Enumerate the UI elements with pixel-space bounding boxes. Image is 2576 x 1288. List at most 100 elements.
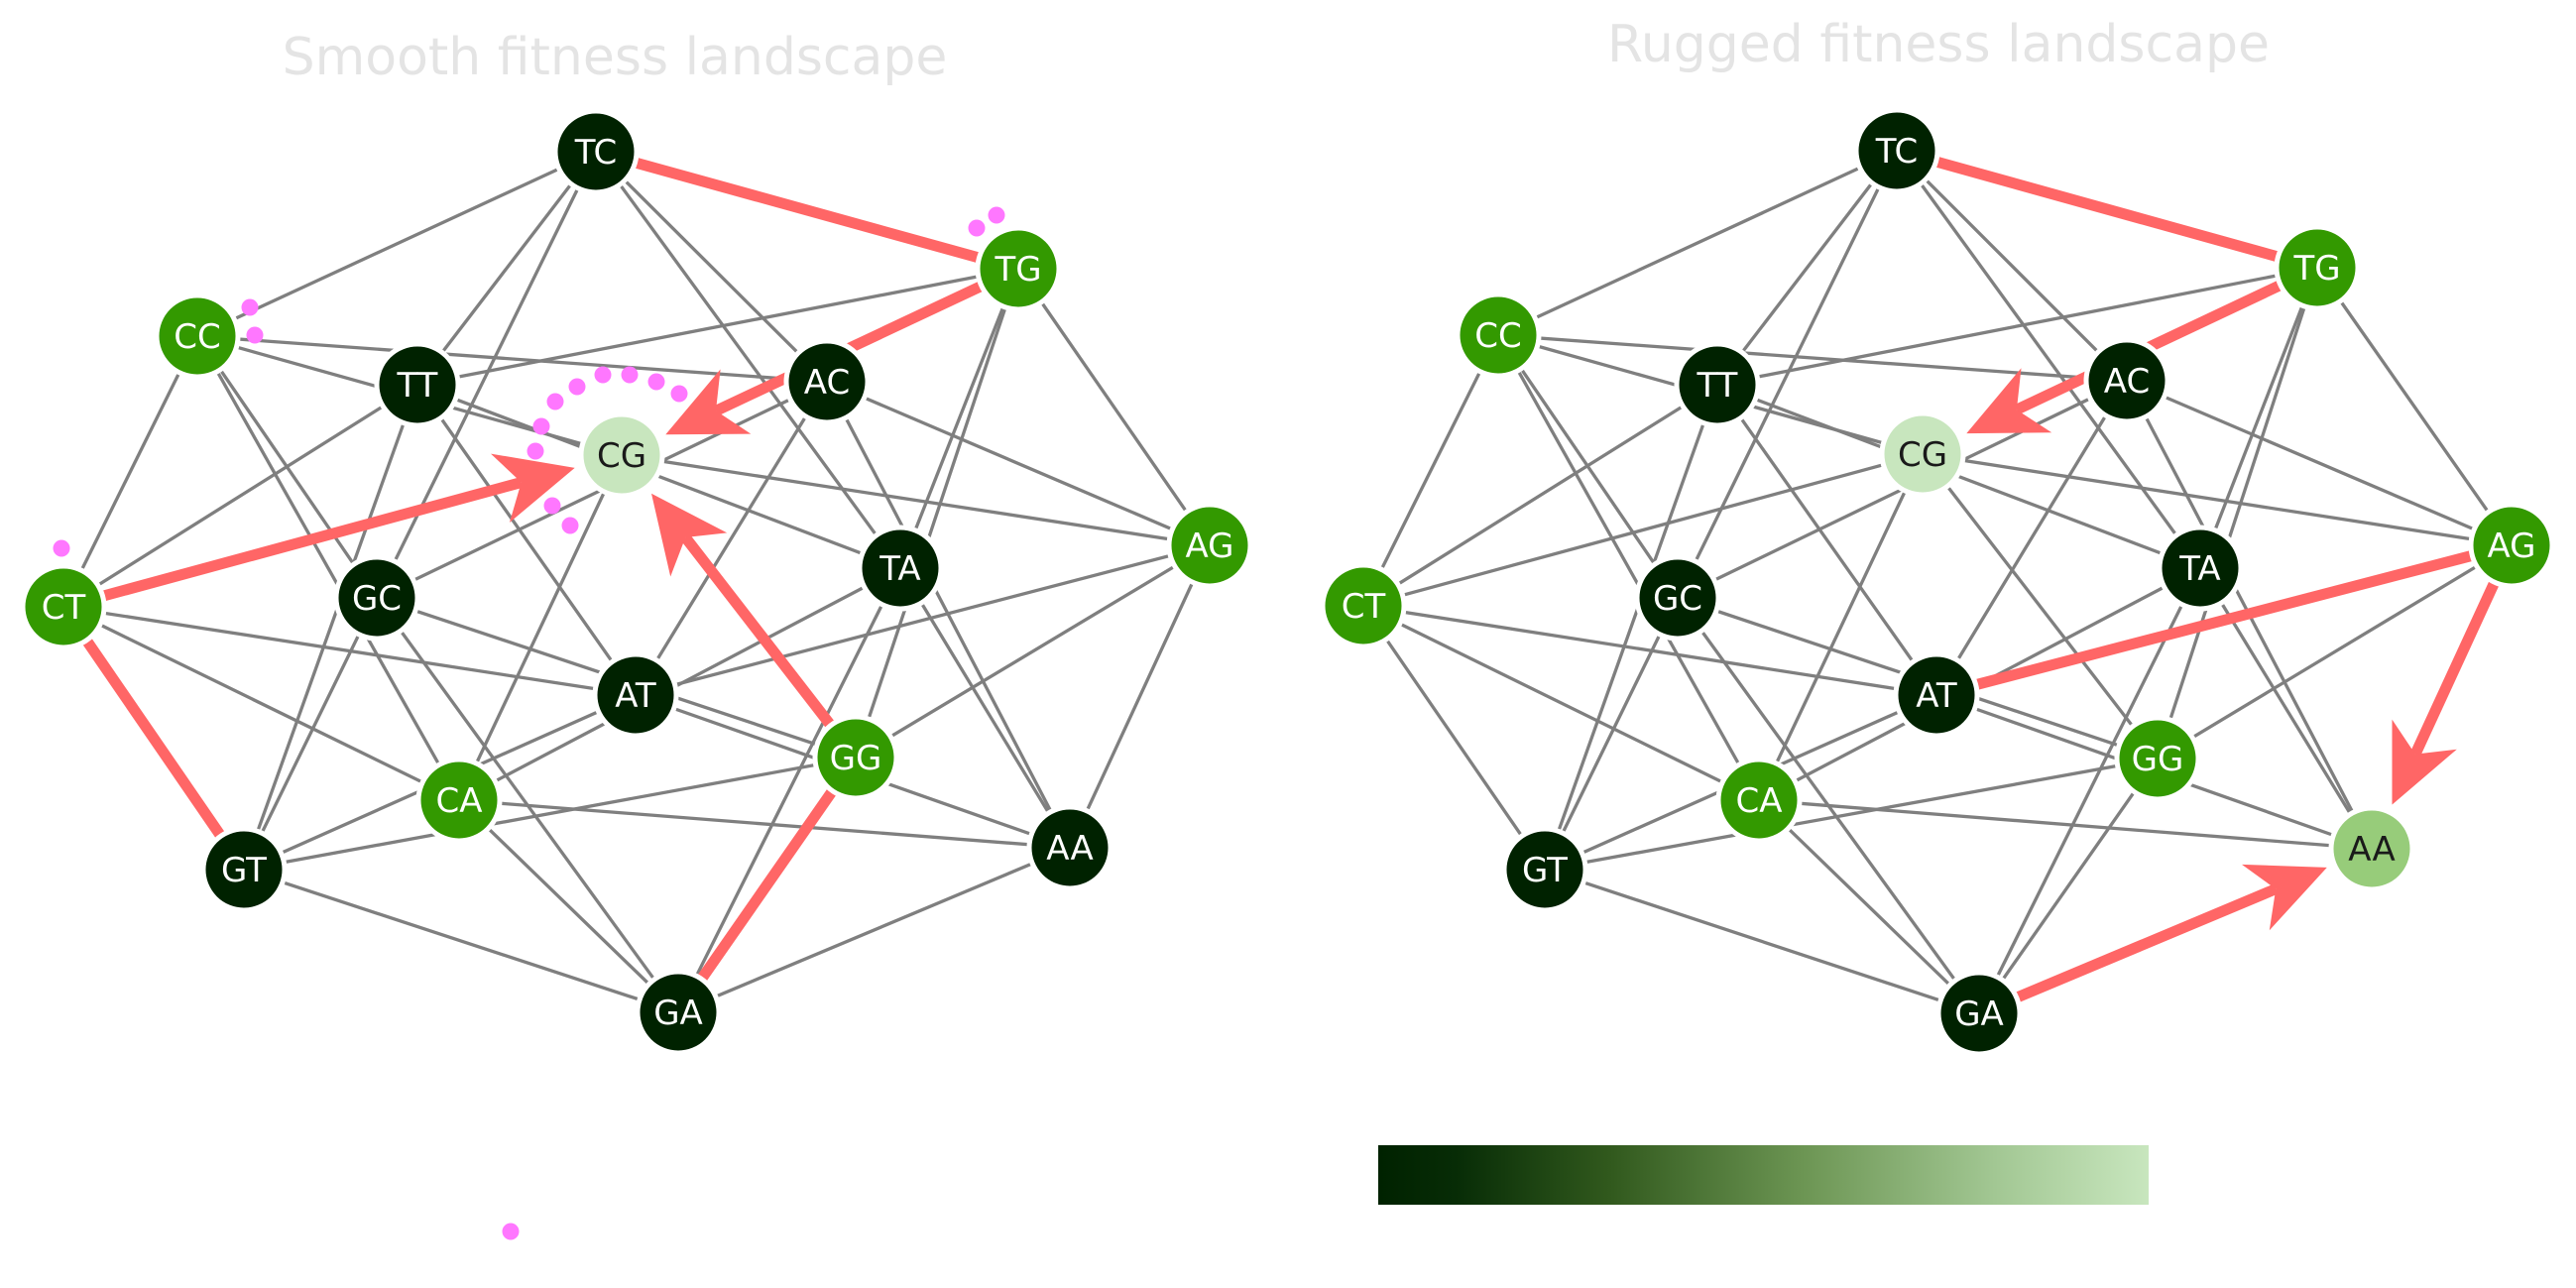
node-aa: AA xyxy=(1026,804,1113,891)
node-circle xyxy=(1455,292,1542,379)
node-label: CG xyxy=(597,436,646,476)
node-circle xyxy=(1166,502,1253,589)
edge-gt-ga xyxy=(243,868,679,1014)
node-label: GT xyxy=(1522,851,1568,890)
arrow-shaft xyxy=(680,533,861,761)
node-circle xyxy=(1634,554,1721,642)
magenta-highlight-dots xyxy=(53,206,1005,1240)
path-edge-ct-gt xyxy=(59,603,249,874)
node-label: CA xyxy=(1736,781,1783,821)
edge-cc-ca xyxy=(195,335,461,801)
node-circle xyxy=(783,338,871,425)
edge-cc-ct xyxy=(1361,334,1500,607)
path-arrow-gg-cg xyxy=(651,493,861,761)
node-circle xyxy=(20,563,107,650)
edge-ag-aa xyxy=(1068,544,1212,849)
node-ga: GA xyxy=(1935,970,2023,1057)
node-ta: TA xyxy=(857,525,944,612)
path-arrow-tg-cg xyxy=(1966,263,2320,434)
edge-tg-tt xyxy=(416,267,1019,387)
smooth-path-arrows xyxy=(61,264,1021,761)
edge-ct-at xyxy=(1362,604,1937,697)
node-circle xyxy=(2157,525,2244,612)
node-circle xyxy=(1674,341,1761,428)
node-label: AG xyxy=(1185,527,1233,566)
edge-ag-gg xyxy=(855,543,1211,760)
node-circle xyxy=(2083,337,2170,424)
edge-ca-ga xyxy=(1757,798,1981,1015)
edge-tc-ta xyxy=(594,151,902,569)
node-label: TC xyxy=(1875,132,1919,172)
node-cc: CC xyxy=(154,293,241,380)
edge-ca-ga xyxy=(457,798,680,1014)
edge-gg-gt xyxy=(1544,757,2159,872)
edge-tt-ct xyxy=(1362,383,1718,608)
edge-gg-gt xyxy=(243,756,857,872)
node-ta: TA xyxy=(2157,525,2244,612)
node-ag: AG xyxy=(1166,502,1253,589)
highlight-dot xyxy=(543,497,561,515)
edge-gc-gt xyxy=(1543,597,1680,871)
edge-cg-ag xyxy=(621,453,1211,547)
edge-tt-gt xyxy=(242,384,419,871)
edge-tg-ta xyxy=(2198,267,2319,569)
node-circle xyxy=(975,225,1062,312)
edge-ct-ca xyxy=(1362,604,1760,802)
node-label: CC xyxy=(174,317,220,357)
edge-cc-ca xyxy=(1496,334,1761,801)
node-gg: GG xyxy=(2114,715,2201,802)
node-ct: CT xyxy=(20,563,107,650)
smooth-path-edges xyxy=(59,146,1020,1016)
highlight-dot xyxy=(246,326,264,344)
node-label: CT xyxy=(1342,587,1386,627)
node-circle xyxy=(2468,502,2555,589)
panel-title-rugged: Rugged fitness landscape xyxy=(1607,15,2270,74)
node-circle xyxy=(2328,805,2415,892)
node-circle xyxy=(578,411,665,499)
edge-ac-ag xyxy=(2126,379,2513,547)
edge-cg-ag xyxy=(1922,452,2513,547)
smooth-edges xyxy=(61,150,1212,1014)
edge-tc-ac xyxy=(1895,149,2129,383)
node-circle xyxy=(374,341,461,428)
node-tg: TG xyxy=(2274,224,2361,311)
node-label: TA xyxy=(2178,549,2220,589)
edge-tc-tt xyxy=(1715,149,1899,387)
highlight-dot xyxy=(621,366,639,384)
node-label: TC xyxy=(574,133,618,173)
node-cg: CG xyxy=(578,411,665,499)
node-label: GA xyxy=(1954,995,2004,1034)
node-cc: CC xyxy=(1455,292,1542,379)
edge-gt-ga xyxy=(1544,868,1980,1015)
path-edge-at-ag xyxy=(1934,539,2514,701)
arrow-shaft xyxy=(2014,263,2320,415)
node-gg: GG xyxy=(812,714,899,801)
highlight-dot xyxy=(527,442,544,460)
edge-ct-ca xyxy=(62,605,460,802)
edge-ta-aa xyxy=(898,567,1072,849)
edge-tt-at xyxy=(1715,384,1938,696)
highlight-dot xyxy=(670,385,688,403)
highlight-dot xyxy=(647,373,665,391)
node-ac: AC xyxy=(2083,337,2170,424)
node-label: AT xyxy=(615,676,656,716)
highlight-dot xyxy=(988,206,1005,224)
node-gc: GC xyxy=(333,554,420,642)
node-label: TA xyxy=(878,549,920,589)
highlight-dot xyxy=(241,298,259,316)
highlight-dot xyxy=(502,1223,520,1240)
node-label: CC xyxy=(1474,316,1521,356)
arrow-head xyxy=(651,493,728,577)
node-circle xyxy=(1879,410,1966,498)
highlight-dot xyxy=(546,393,564,410)
node-at: AT xyxy=(592,651,679,739)
edge-ta-aa xyxy=(2198,567,2374,850)
node-circle xyxy=(592,651,679,739)
arrow-shaft xyxy=(1976,883,2279,1019)
node-ct: CT xyxy=(1320,562,1407,649)
node-circle xyxy=(1320,562,1407,649)
edge-cg-ca xyxy=(1757,453,1925,801)
